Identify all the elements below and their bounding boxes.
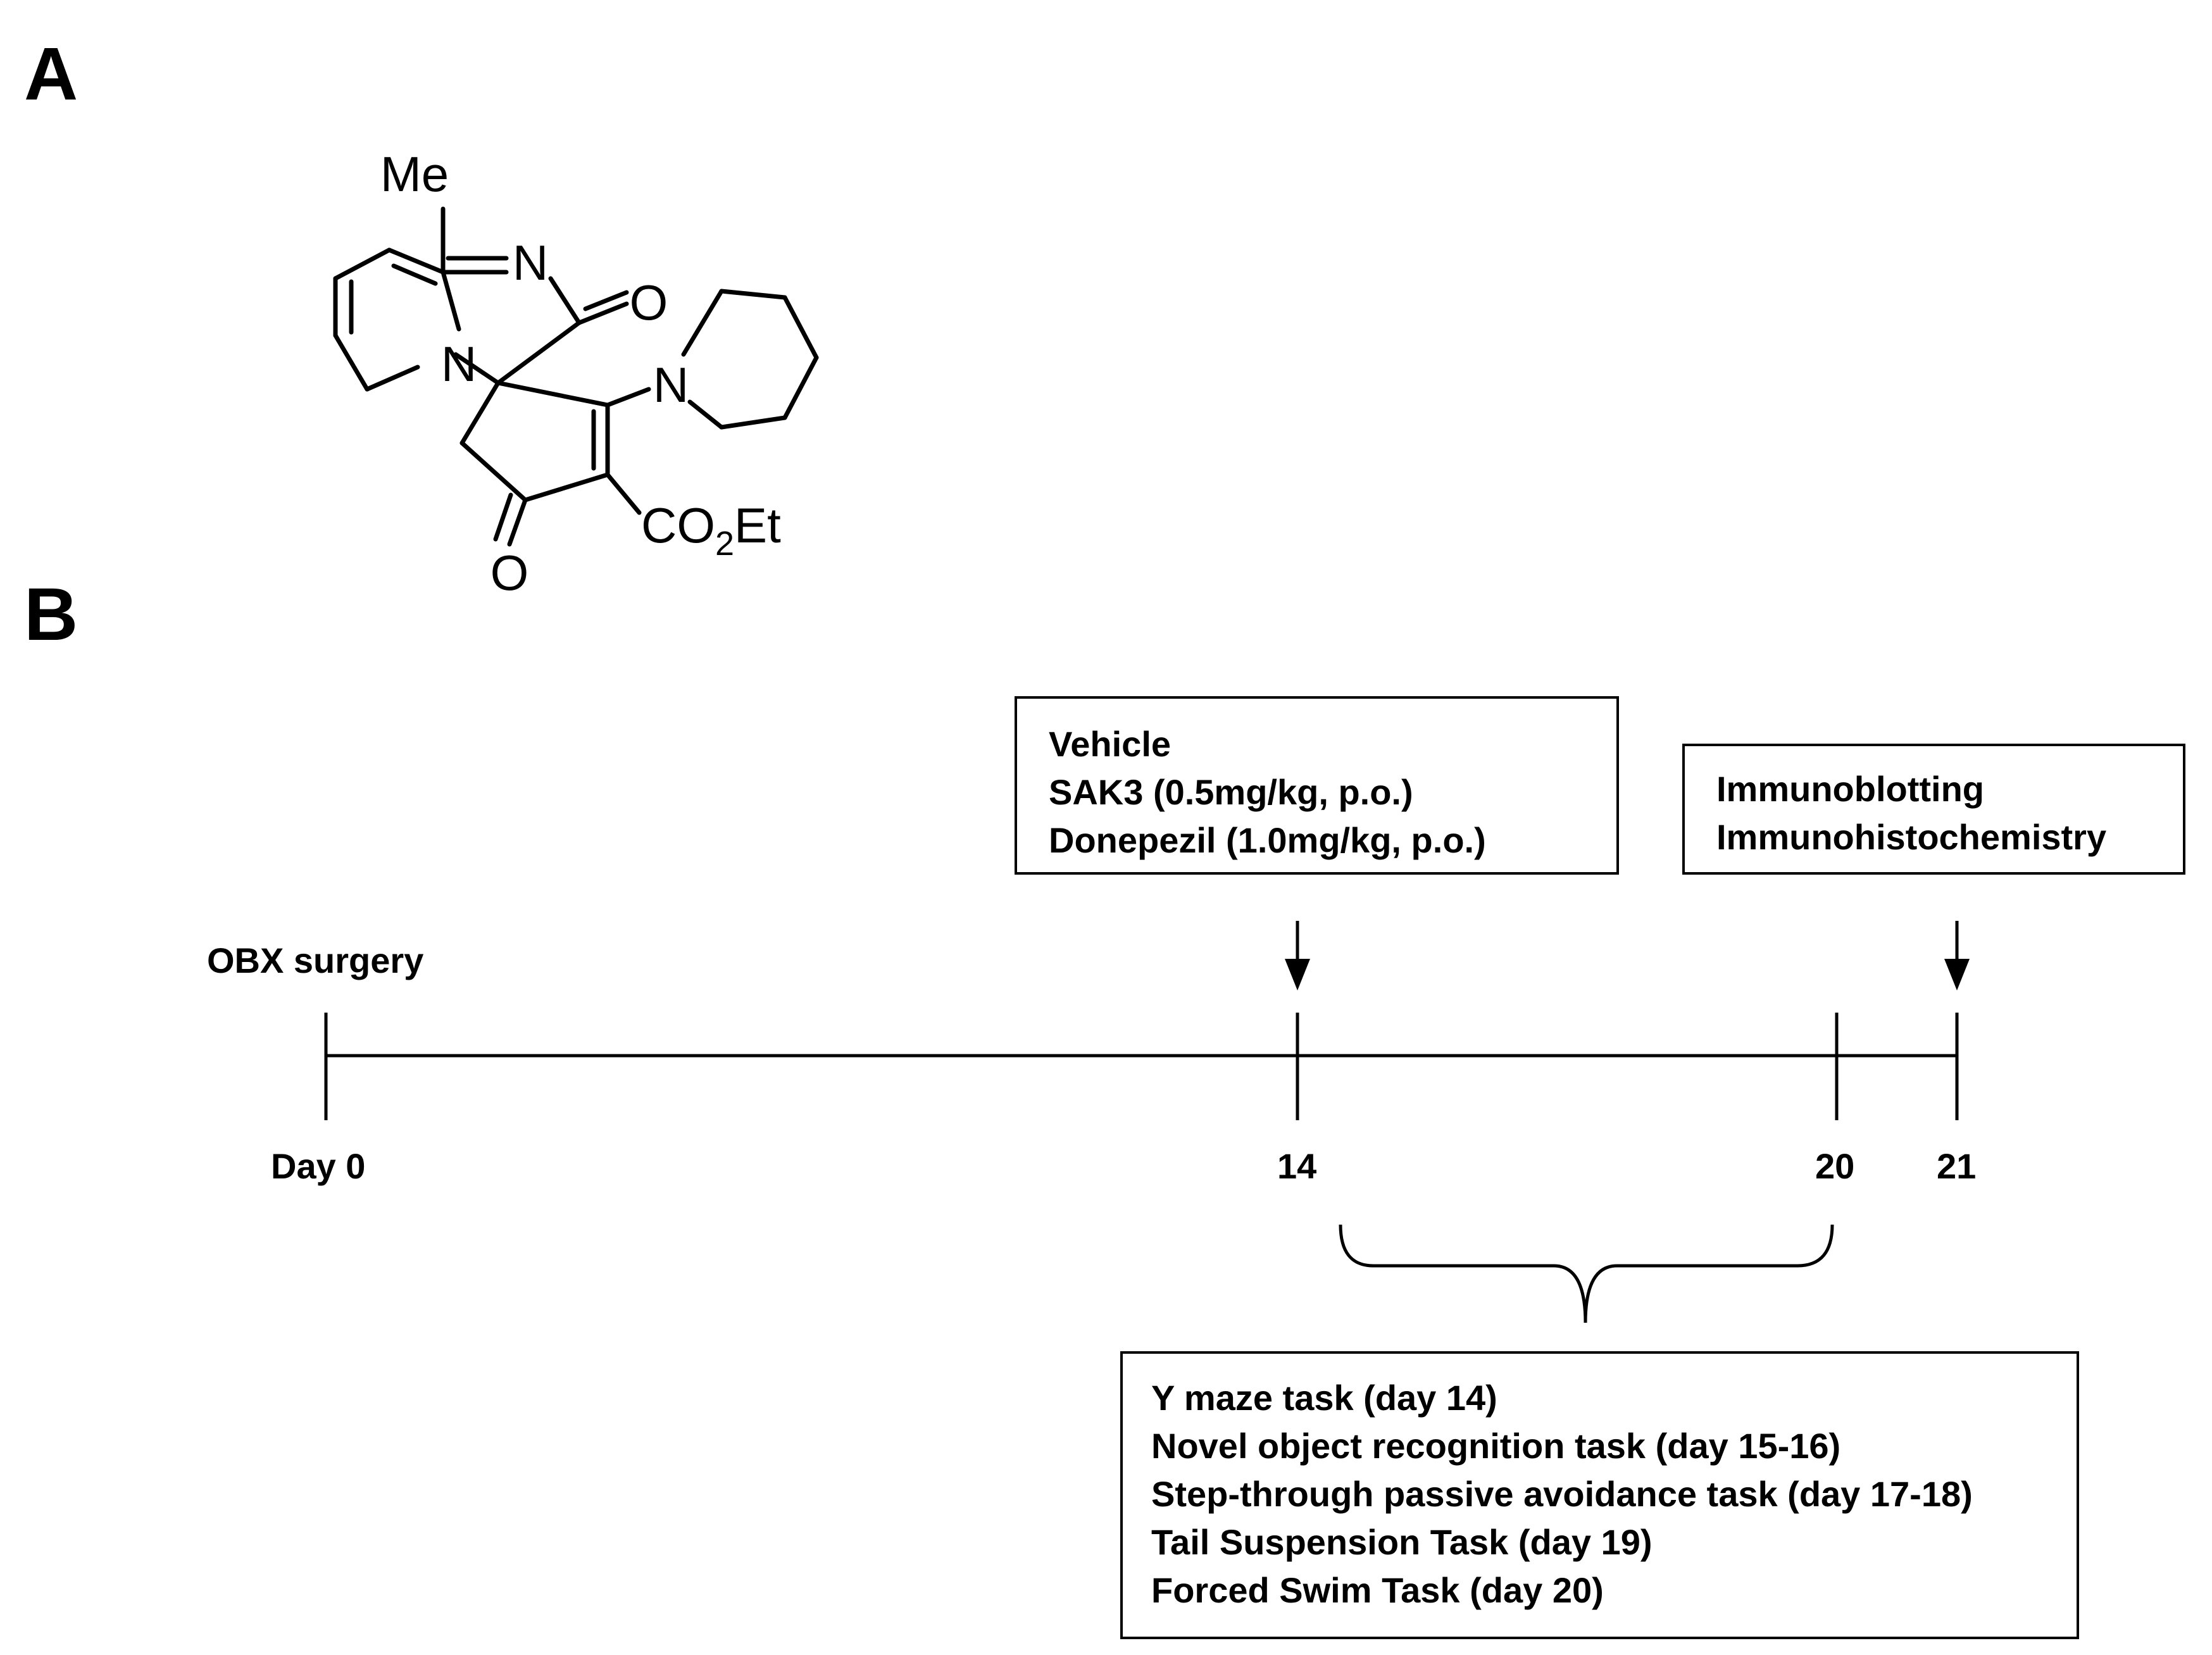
day-0-label: Day 0	[271, 1146, 366, 1186]
imine-nitrogen-label: N	[513, 235, 548, 290]
bond	[583, 290, 629, 311]
bond	[365, 365, 420, 392]
methyl-label: Me	[380, 146, 449, 202]
task-y-maze: Y maze task (day 14)	[1151, 1378, 1497, 1418]
tasks-box: Y maze task (day 14) Novel object recogn…	[1120, 1351, 2079, 1639]
bond	[605, 472, 642, 515]
panel-label-a: A	[24, 32, 78, 116]
bond	[459, 380, 501, 446]
ester-subscript: 2	[715, 525, 734, 563]
task-forced-swim: Forced Swim Task (day 20)	[1151, 1570, 1604, 1610]
bond	[333, 333, 370, 392]
task-passive-avoidance: Step-through passive avoidance task (day…	[1151, 1474, 1973, 1514]
bond	[333, 247, 392, 281]
piperidine-nitrogen-label: N	[653, 357, 689, 413]
panel-label-b: B	[24, 573, 78, 656]
bond	[782, 295, 819, 360]
ketone-oxygen-label: O	[491, 545, 529, 601]
task-novel-object-recognition: Novel object recognition task (day 15-16…	[1151, 1426, 1841, 1466]
bond	[391, 263, 438, 286]
analysis-box: Immunoblotting Immunohistochemistry	[1682, 744, 2185, 875]
treatment-arrowhead	[1285, 959, 1310, 990]
bond	[453, 352, 501, 385]
tasks-bracket	[1339, 1224, 1834, 1323]
bond	[577, 301, 629, 325]
treatment-box: Vehicle SAK3 (0.5mg/kg, p.o.) Donepezil …	[1015, 696, 1619, 875]
bond	[459, 440, 528, 503]
bond	[681, 289, 724, 357]
ester-co: CO	[641, 497, 715, 553]
start-event-label: OBX surgery	[207, 940, 424, 980]
task-tail-suspension: Tail Suspension Task (day 19)	[1151, 1522, 1653, 1562]
ester-et: Et	[734, 497, 781, 553]
bridgehead-nitrogen-label: N	[441, 336, 477, 392]
bond	[719, 289, 787, 300]
day-21-label: 21	[1937, 1146, 1977, 1186]
day-20-label: 20	[1815, 1146, 1855, 1186]
treatment-sak3: SAK3 (0.5mg/kg, p.o.)	[1049, 772, 1413, 812]
bond	[523, 472, 610, 503]
bond	[719, 415, 787, 430]
bond	[687, 399, 724, 430]
lactam-oxygen-label: O	[630, 275, 668, 330]
bond	[605, 387, 651, 408]
bond	[782, 355, 819, 420]
bond	[496, 380, 610, 408]
bond	[496, 320, 582, 385]
treatment-donepezil: Donepezil (1.0mg/kg, p.o.)	[1049, 820, 1486, 860]
analysis-immunohistochemistry: Immunohistochemistry	[1716, 817, 2107, 857]
ester-label: CO2Et	[641, 497, 781, 563]
day-14-label: 14	[1277, 1146, 1317, 1186]
bond	[507, 497, 528, 547]
bond	[441, 270, 461, 332]
analysis-arrowhead	[1944, 959, 1970, 990]
bond	[387, 247, 446, 275]
bond	[493, 492, 513, 542]
treatment-vehicle: Vehicle	[1049, 724, 1172, 764]
analysis-immunoblotting: Immunoblotting	[1716, 769, 1985, 809]
bond	[548, 276, 582, 325]
